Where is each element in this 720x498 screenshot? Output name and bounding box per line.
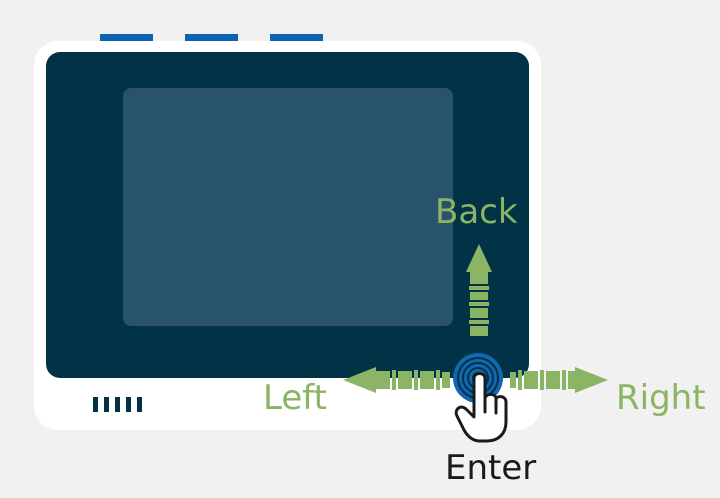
speaker-grille-icon [93, 397, 142, 412]
back-label: Back [435, 192, 518, 232]
device-screen [123, 88, 453, 326]
top-button-1 [100, 34, 153, 41]
pointing-hand-icon [454, 372, 508, 443]
arrow-up-icon [466, 244, 492, 336]
arrow-right-icon [510, 367, 608, 393]
top-button-2 [185, 34, 238, 41]
right-label: Right [616, 378, 706, 418]
arrow-left-icon [343, 367, 450, 393]
left-label: Left [263, 378, 327, 418]
top-button-3 [270, 34, 323, 41]
enter-label: Enter [445, 448, 537, 488]
